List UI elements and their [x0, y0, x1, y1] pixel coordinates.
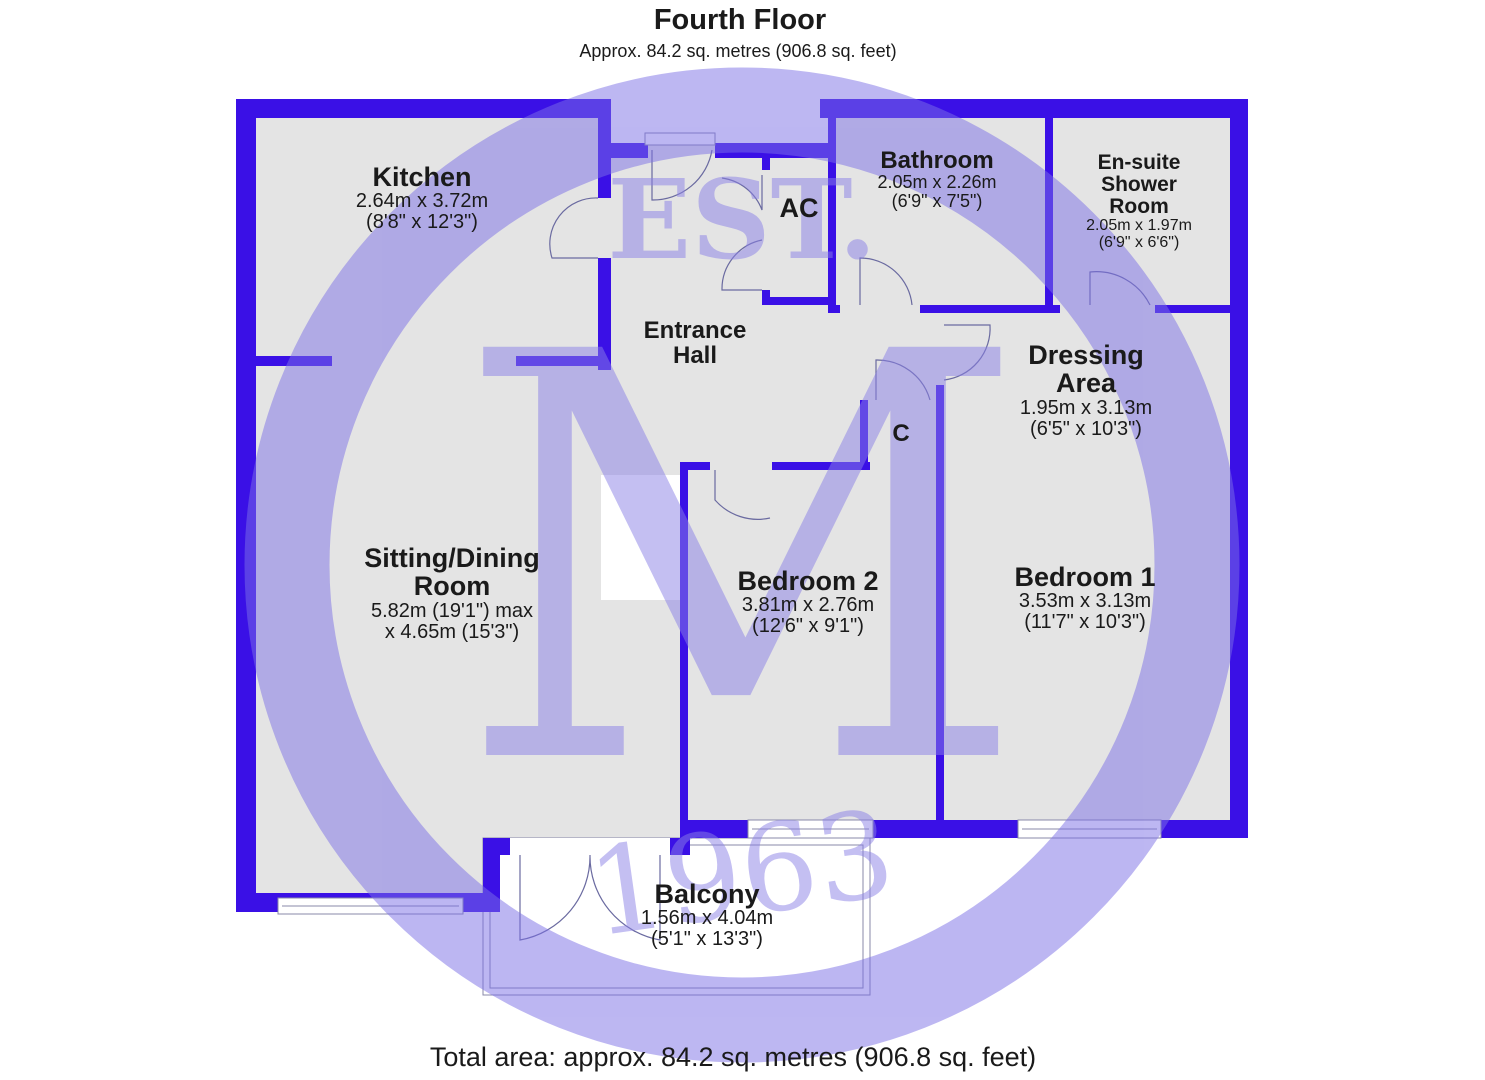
room-name: Dressing [1028, 340, 1144, 370]
room-label-bedroom1: Bedroom 1 3.53m x 3.13m (11'7" x 10'3") [1014, 563, 1155, 633]
room-label-bedroom2: Bedroom 2 3.81m x 2.76m (12'6" x 9'1") [737, 567, 878, 637]
room-imperial: x 4.65m (15'3") [384, 620, 520, 643]
room-floors [256, 118, 1236, 898]
floor-title: Fourth Floor [653, 4, 827, 36]
room-label-balcony: Balcony 1.56m x 4.04m (5'1" x 13'3") [641, 880, 773, 950]
room-imperial: (12'6" x 9'1") [752, 615, 864, 638]
kitchen-door [549, 197, 599, 259]
room-metric: 2.64m x 3.72m [355, 190, 489, 213]
room-name: Hall [672, 342, 718, 370]
room-metric: 1.56m x 4.04m [640, 907, 774, 930]
svg-text:M: M [455, 236, 1028, 888]
room-name: En-suite [1097, 151, 1181, 174]
room-name: Room [413, 571, 491, 602]
room-label-bathroom: Bathroom 2.05m x 2.26m (6'9" x 7'5") [877, 148, 996, 211]
room-label-ac: AC [779, 193, 819, 223]
room-name: Area [1055, 368, 1117, 399]
ac-door-top [721, 175, 763, 211]
room-label-kitchen: Kitchen 2.64m x 3.72m (8'8" x 12'3") [356, 163, 488, 233]
room-imperial: (5'1" x 13'3") [651, 928, 763, 951]
room-metric: 2.05m x 2.26m [877, 172, 997, 193]
floor-area-subtitle: Approx. 84.2 sq. metres (906.8 sq. feet) [579, 41, 897, 61]
room-name: Room [1109, 195, 1169, 219]
room-label-sitting-dining: Sitting/Dining Room 5.82m (19'1") max x … [364, 544, 539, 643]
room-label-dressing-area: Dressing Area 1.95m x 3.13m (6'5" x 10'3… [1020, 341, 1152, 440]
room-name: Shower [1101, 173, 1177, 197]
room-metric: 3.81m x 2.76m [741, 594, 875, 617]
room-metric: 5.82m (19'1") max [370, 599, 534, 622]
ac-door-bottom [721, 239, 763, 291]
dressing-door [943, 324, 991, 381]
room-metric: 1.95m x 3.13m [1019, 396, 1153, 419]
bathroom-door [859, 257, 913, 306]
room-imperial: (6'9" x 6'6") [1098, 233, 1180, 251]
room-label-entrance-hall: Entrance Hall [643, 317, 747, 370]
room-name: Entrance [643, 317, 747, 344]
room-label-ensuite: En-suite Shower Room 2.05m x 1.97m (6'9"… [1086, 151, 1192, 252]
room-imperial: (8'8" x 12'3") [366, 211, 478, 234]
room-name: Balcony [654, 879, 760, 909]
room-imperial: (6'5" x 10'3") [1030, 417, 1142, 440]
room-imperial: (11'7" x 10'3") [1024, 611, 1146, 634]
svg-text:EST.: EST. [607, 155, 876, 284]
room-name: Bedroom 2 [737, 566, 879, 596]
bedroom2-door [714, 470, 771, 520]
room-metric: 2.05m x 1.97m [1086, 217, 1192, 235]
cupboard-door [875, 359, 931, 401]
watermark-logo: M EST. 1963 [244, 67, 1240, 1063]
room-name: Bedroom 1 [1014, 562, 1156, 592]
room-name: Sitting/Dining [364, 543, 540, 573]
room-imperial: (6'9" x 7'5") [891, 191, 983, 212]
entrance-door [651, 149, 713, 201]
room-metric: 3.53m x 3.13m [1018, 590, 1152, 613]
room-name: Kitchen [372, 162, 472, 192]
total-area-footer: Total area: approx. 84.2 sq. metres (906… [429, 1042, 1037, 1072]
room-label-cupboard: C [892, 420, 910, 447]
room-name: Bathroom [880, 147, 994, 174]
